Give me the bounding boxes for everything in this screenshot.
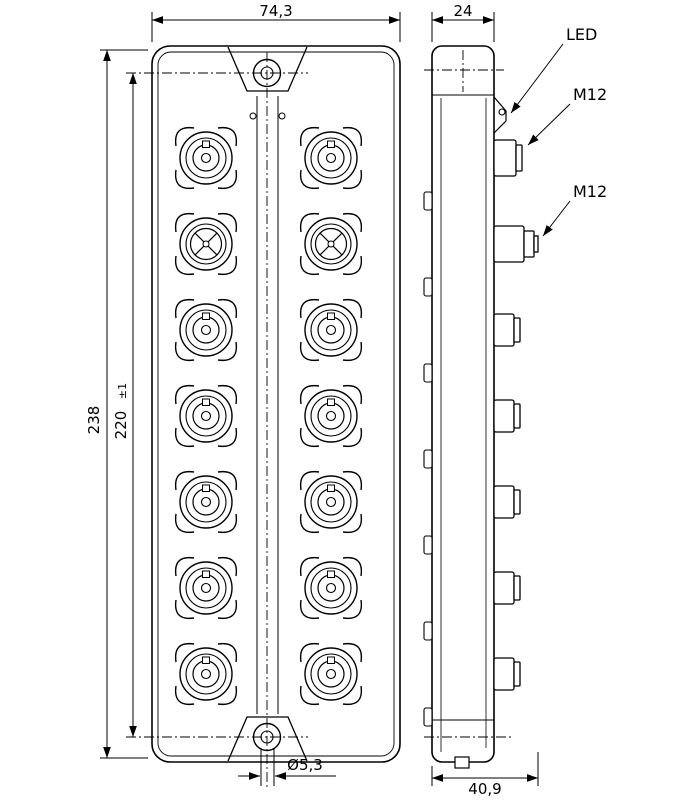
dimensions: 74,3 24 238 220 ±1 Ø5,3 [85,2,539,798]
dim-hole-diameter-label: Ø5,3 [287,756,323,774]
m12-connector-side [493,657,521,691]
m12-socket [299,556,363,620]
top-mounting-recess [227,46,308,92]
bottom-mounting-recess [227,716,308,762]
m12-socket [174,556,238,620]
dim-side-width: 24 [431,2,495,42]
m12-connector-with-plug-side [493,225,539,263]
mounting-tab [423,535,433,555]
m12-socket-plugged [299,212,363,276]
m12-socket [299,470,363,534]
dim-front-width-label: 74,3 [259,2,292,20]
dim-hole-diameter: Ø5,3 [238,748,336,786]
mounting-tab [423,277,433,297]
callouts: LED M12 M12 [510,25,607,237]
m12-lower-leader-line [542,200,571,237]
dim-overall-height: 238 [85,49,148,759]
dim-depth: 40,9 [431,752,539,798]
m12-socket [299,384,363,448]
front-centerlines [126,52,308,790]
dim-hole-spacing-tolerance: ±1 [116,383,129,399]
m12-socket [174,298,238,362]
mounting-tab [423,621,433,641]
side-inner-contours [440,98,487,752]
front-body-inner-outline [157,51,395,757]
front-body-outline [151,45,401,763]
dim-side-width-label: 24 [453,2,472,20]
led-indicator [498,108,506,116]
m12-socket [299,298,363,362]
m12-socket-plugged [174,212,238,276]
m12-connector-side [493,139,523,177]
m12-socket [174,126,238,190]
m12-upper-callout-label: M12 [573,85,607,104]
led-leader-line [510,43,564,114]
m12-lower-callout-label: M12 [573,182,607,201]
mounting-tab [423,191,433,211]
mounting-tab [423,707,433,727]
vent-hole [249,112,257,120]
m12-socket [174,470,238,534]
side-view [423,45,539,769]
front-view [126,45,401,790]
m12-connector-side [493,399,521,433]
m12-socket [299,642,363,706]
led-window-bump [493,96,507,134]
dim-hole-spacing-label: 220 [112,411,130,440]
m12-connector-side [493,485,521,519]
mounting-tab [423,449,433,469]
front-center-channel [256,96,279,714]
m12-socket [174,384,238,448]
m12-connector-side [493,313,521,347]
m12-socket [299,126,363,190]
m12-socket [174,642,238,706]
dim-depth-label: 40,9 [468,780,501,798]
led-callout-label: LED [566,25,597,44]
m12-upper-leader-line [527,103,571,146]
dim-hole-spacing: 220 ±1 [112,73,137,737]
mounting-tab [423,363,433,383]
dim-front-width: 74,3 [151,2,401,42]
m12-connector-side [493,571,521,605]
bottom-screw-side [454,756,470,769]
vent-hole [278,112,286,120]
side-centerlines [424,50,512,738]
dim-overall-height-label: 238 [85,406,103,435]
